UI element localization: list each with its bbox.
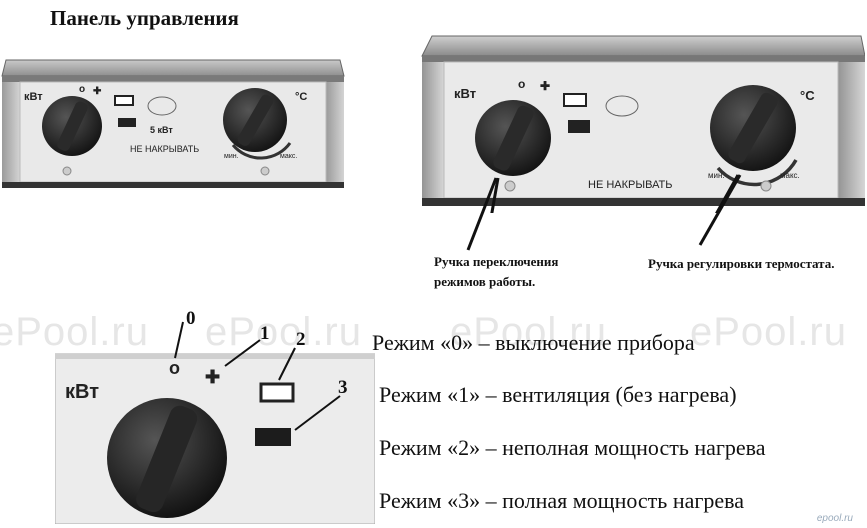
screw-icon: [62, 166, 72, 176]
mode-3-mark: [255, 428, 291, 446]
watermark: ePool.ru: [205, 310, 362, 354]
mode-switch-knob[interactable]: [42, 96, 102, 156]
detail-label-3: 3: [338, 377, 348, 398]
detail-label-1: 1: [260, 323, 270, 344]
label-pointer-0: [174, 321, 184, 359]
mode-2-mark: [563, 93, 587, 107]
min-label: мин.: [224, 153, 239, 160]
callout-pointer: [698, 174, 742, 246]
kw-label: кВт: [65, 381, 99, 403]
label-pointer-3: [294, 395, 341, 431]
mode-description-3: Режим «3» – полная мощность нагрева: [379, 488, 745, 513]
watermark: ePool.ru: [450, 310, 607, 354]
screw-icon: [260, 166, 270, 176]
thermostat-knob[interactable]: [710, 85, 796, 171]
mode-description-2: Режим «2» – неполная мощность нагрева: [379, 435, 766, 460]
mode-1-mark: ✚: [93, 86, 102, 97]
mode-description-1: Режим «1» – вентиляция (без нагрева): [379, 382, 737, 407]
mode-0-mark: о: [79, 84, 85, 95]
brand-logo: [605, 95, 639, 117]
corner-logo: epool.ru: [816, 513, 853, 524]
min-label: мин.: [708, 171, 725, 180]
celsius-label: °С: [295, 91, 307, 103]
detail-label-0: 0: [186, 308, 196, 329]
mode-3-mark: [118, 118, 136, 127]
mode-switch-detail: кВт о ✚: [55, 321, 375, 524]
kw-label: кВт: [24, 91, 43, 103]
callout-pointer: [490, 177, 500, 213]
celsius-label: °С: [800, 88, 815, 103]
kw-label: кВт: [454, 86, 476, 101]
detail-label-2: 2: [296, 329, 306, 350]
power-label: 5 кВт: [150, 125, 173, 135]
mode-0-mark: о: [169, 358, 180, 378]
callout-pointer: [466, 177, 498, 251]
mode-switch-knob[interactable]: [475, 100, 551, 176]
page-title: Панель управления: [50, 6, 239, 30]
max-label: макс.: [780, 171, 800, 180]
mode-2-mark: [259, 382, 295, 403]
screw-icon: [760, 180, 772, 192]
mode-description-0: Режим «0» – выключение прибора: [372, 330, 695, 355]
watermark: ePool.ru: [0, 310, 149, 354]
control-panel-small: кВт о ✚ 5 кВт НЕ НАКРЫВАТЬ °С мин. макс.: [1, 59, 345, 188]
mode-1-mark: ✚: [540, 79, 550, 93]
mode-0-mark: о: [518, 77, 525, 91]
label-pointer-2: [278, 347, 296, 381]
temperature-scale: [231, 142, 292, 160]
no-cover-label: НЕ НАКРЫВАТЬ: [588, 179, 673, 191]
screw-icon: [504, 180, 516, 192]
mode-2-mark: [114, 95, 134, 106]
thermostat-knob[interactable]: [223, 88, 287, 152]
watermark: ePool.ru: [690, 310, 847, 354]
no-cover-label: НЕ НАКРЫВАТЬ: [130, 144, 199, 154]
brand-logo: [147, 96, 177, 116]
thermostat-callout: Ручка регулировки термостата.: [648, 256, 835, 271]
mode-switch-knob[interactable]: [107, 398, 227, 518]
label-pointer-1: [224, 339, 261, 367]
control-panel-large: кВт о ✚ НЕ НАКРЫВАТЬ °С мин. макс.: [421, 35, 865, 213]
mode-switch-callout: Ручка переключения режимов работы.: [434, 254, 559, 289]
temperature-scale: [716, 159, 798, 187]
max-label: макс.: [280, 153, 297, 160]
mode-3-mark: [568, 120, 590, 133]
mode-1-mark: ✚: [205, 367, 220, 387]
